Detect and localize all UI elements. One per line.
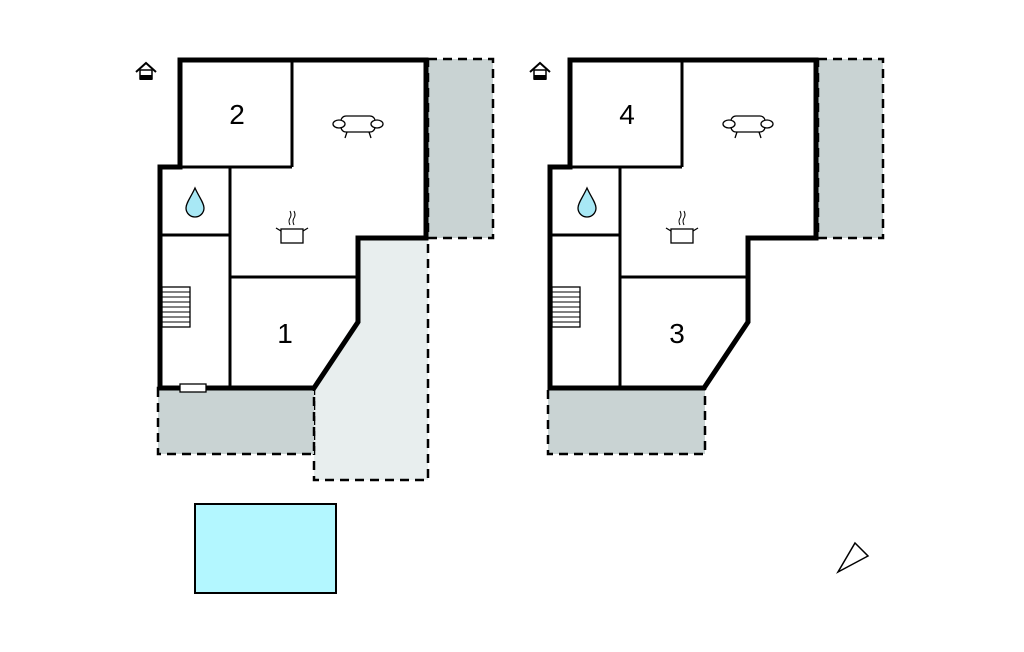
room-label: 3 <box>669 318 685 349</box>
stairs-icon <box>161 286 191 328</box>
entrance-icon <box>529 62 551 81</box>
terrace-bottom <box>546 386 707 456</box>
terrace-right <box>816 57 885 240</box>
floor-plan-left: 2 1 <box>135 57 495 482</box>
house-floor <box>160 60 426 388</box>
exterior-wall <box>547 57 819 391</box>
north-arrow-icon <box>836 541 870 574</box>
stairs-icon <box>551 286 581 328</box>
window <box>179 383 207 393</box>
room-label: 1 <box>277 318 293 349</box>
room-label: 2 <box>229 99 245 130</box>
terrace-right <box>426 57 495 240</box>
terrace-bottom <box>156 386 316 456</box>
exterior-wall <box>157 57 429 391</box>
floor-plan-right: 4 3 <box>529 57 885 456</box>
entrance-icon <box>135 62 157 81</box>
swimming-pool <box>194 503 337 594</box>
house-floor <box>550 60 816 388</box>
room-label: 4 <box>619 99 635 130</box>
